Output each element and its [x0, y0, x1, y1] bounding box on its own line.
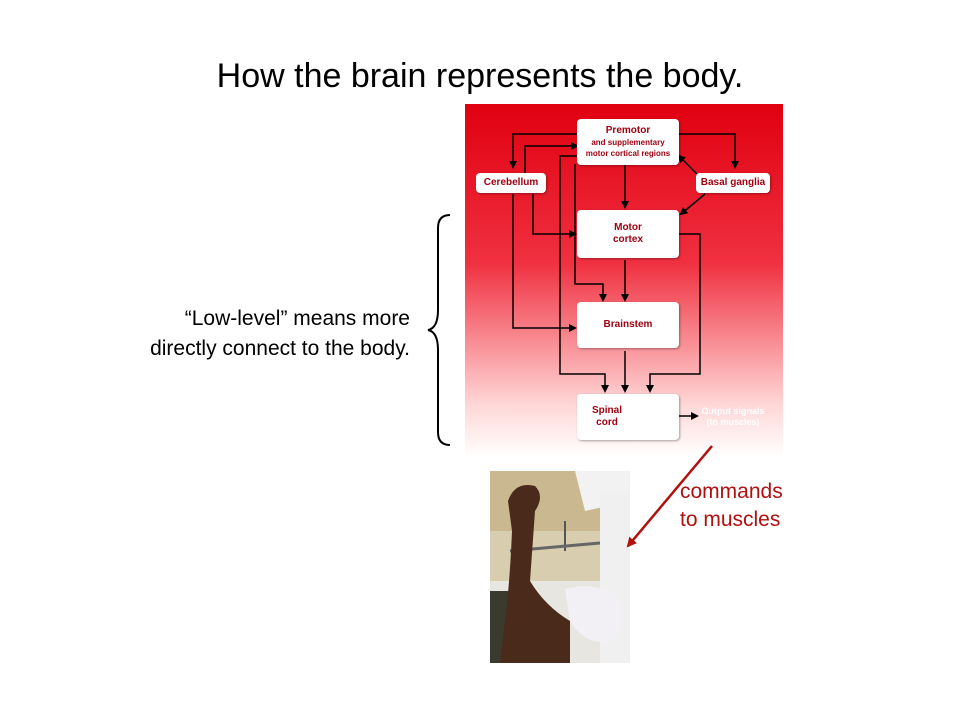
spinal-cord-line2: cord — [596, 417, 618, 428]
cerebellum-box: Cerebellum — [476, 173, 546, 193]
premotor-box: Premotor and supplementary motor cortica… — [577, 119, 679, 165]
commands-annotation: commands to muscles — [680, 478, 783, 534]
low-level-note-line1: “Low-level” means more — [184, 307, 410, 330]
commands-line2: to muscles — [680, 508, 781, 531]
motor-cortex-box: Motor cortex — [577, 210, 679, 258]
motor-cortex-line1: Motor — [614, 222, 642, 233]
basal-ganglia-box: Basal ganglia — [696, 173, 770, 193]
spinal-cord-line1: Spinal — [591, 405, 622, 416]
brainstem-box: Brainstem — [577, 302, 679, 348]
output-signals-label: Output signals (to muscles) — [693, 406, 773, 428]
spinal-cord-box: Spinal cord — [577, 394, 679, 440]
motor-cortex-line2: cortex — [612, 234, 643, 245]
low-level-note: “Low-level” means more directly connect … — [60, 304, 410, 364]
output-line2: (to muscles) — [706, 417, 760, 427]
brainstem-label: Brainstem — [603, 319, 653, 330]
premotor-title: Premotor — [605, 125, 651, 136]
arm-illustration — [490, 471, 630, 663]
low-level-note-line2: directly connect to the body. — [150, 337, 410, 360]
curly-brace — [427, 214, 451, 446]
premotor-sub1: and supplementary — [591, 138, 665, 147]
motor-hierarchy-diagram: Premotor and supplementary motor cortica… — [465, 104, 783, 457]
arm-photo — [490, 471, 630, 663]
output-line1: Output signals — [701, 406, 765, 416]
slide-title: How the brain represents the body. — [216, 57, 744, 95]
premotor-sub2: motor cortical regions — [585, 149, 671, 158]
commands-line1: commands — [680, 480, 783, 503]
basal-ganglia-label: Basal ganglia — [700, 177, 766, 188]
cerebellum-label: Cerebellum — [483, 177, 539, 188]
diagram-arrows — [509, 133, 739, 423]
